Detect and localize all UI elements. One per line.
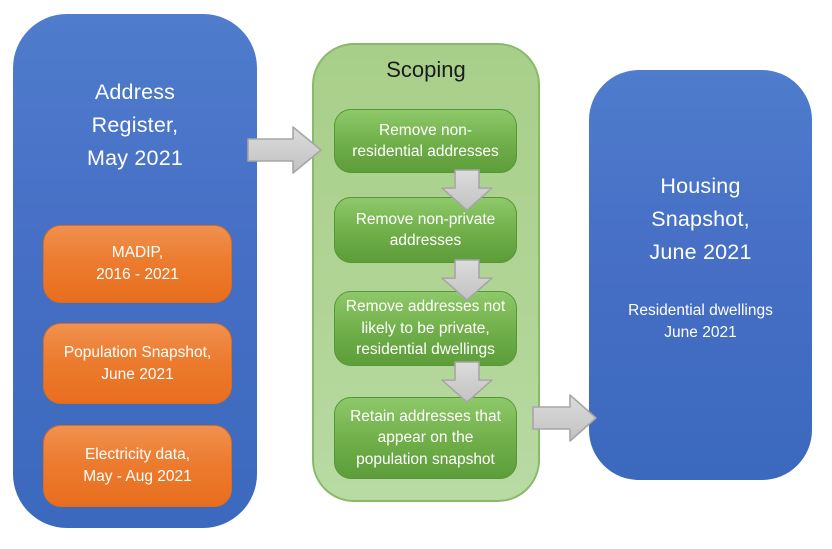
subtitle-line: June 2021	[664, 324, 737, 341]
subtitle-line: Residential dwellings	[628, 302, 773, 319]
step-line: likely to be private,	[361, 319, 490, 337]
source-line: June 2021	[101, 365, 174, 383]
scoping-panel: Scoping Remove non- residential addresse…	[312, 43, 540, 502]
title-line: Snapshot,	[651, 207, 750, 231]
step-remove-non-private: Remove non-private addresses	[334, 197, 517, 263]
title-line: Address	[94, 80, 176, 104]
step-remove-non-residential: Remove non- residential addresses	[334, 109, 517, 173]
right-arrow-icon	[532, 393, 598, 443]
housing-snapshot-subtitle: Residential dwellings June 2021	[589, 300, 812, 344]
down-arrow-icon	[441, 361, 493, 403]
source-line: MADIP,	[111, 244, 164, 261]
step-line: Remove non-	[378, 121, 473, 139]
step-line: residential addresses	[352, 143, 499, 160]
step-line: residential dwellings	[356, 341, 495, 359]
source-box-population-snapshot: Population Snapshot, June 2021	[43, 323, 232, 404]
source-line: 2016 - 2021	[96, 266, 179, 283]
title-line: June 2021	[649, 240, 752, 264]
step-line: appear on the	[377, 429, 474, 447]
title-line: Register,	[91, 113, 179, 137]
step-retain-population-snapshot: Retain addresses that appear on the popu…	[334, 397, 517, 479]
right-arrow-icon	[247, 125, 323, 175]
source-box-madip: MADIP, 2016 - 2021	[43, 225, 232, 303]
scoping-title: Scoping	[386, 57, 466, 82]
step-line: Remove non-private	[355, 210, 496, 228]
address-register-title: Address Register, May 2021	[13, 76, 257, 175]
step-remove-unlikely-private: Remove addresses not likely to be privat…	[334, 291, 517, 366]
housing-snapshot-title: Housing Snapshot, June 2021	[589, 170, 812, 269]
title-line: May 2021	[86, 146, 184, 170]
address-register-box: Address Register, May 2021 MADIP, 2016 -…	[13, 14, 257, 528]
step-line: Retain addresses that	[350, 407, 501, 425]
housing-snapshot-box: Housing Snapshot, June 2021 Residential …	[589, 70, 812, 480]
source-box-electricity-data: Electricity data, May - Aug 2021	[43, 425, 232, 507]
source-line: Electricity data,	[84, 446, 191, 463]
step-line: Remove addresses not	[345, 298, 506, 316]
source-line: Population Snapshot,	[63, 343, 212, 361]
step-line: population snapshot	[356, 450, 495, 468]
down-arrow-icon	[441, 169, 493, 211]
title-line: Housing	[660, 174, 741, 198]
source-line: May - Aug 2021	[83, 468, 192, 485]
step-line: addresses	[389, 232, 462, 249]
down-arrow-icon	[441, 259, 493, 301]
